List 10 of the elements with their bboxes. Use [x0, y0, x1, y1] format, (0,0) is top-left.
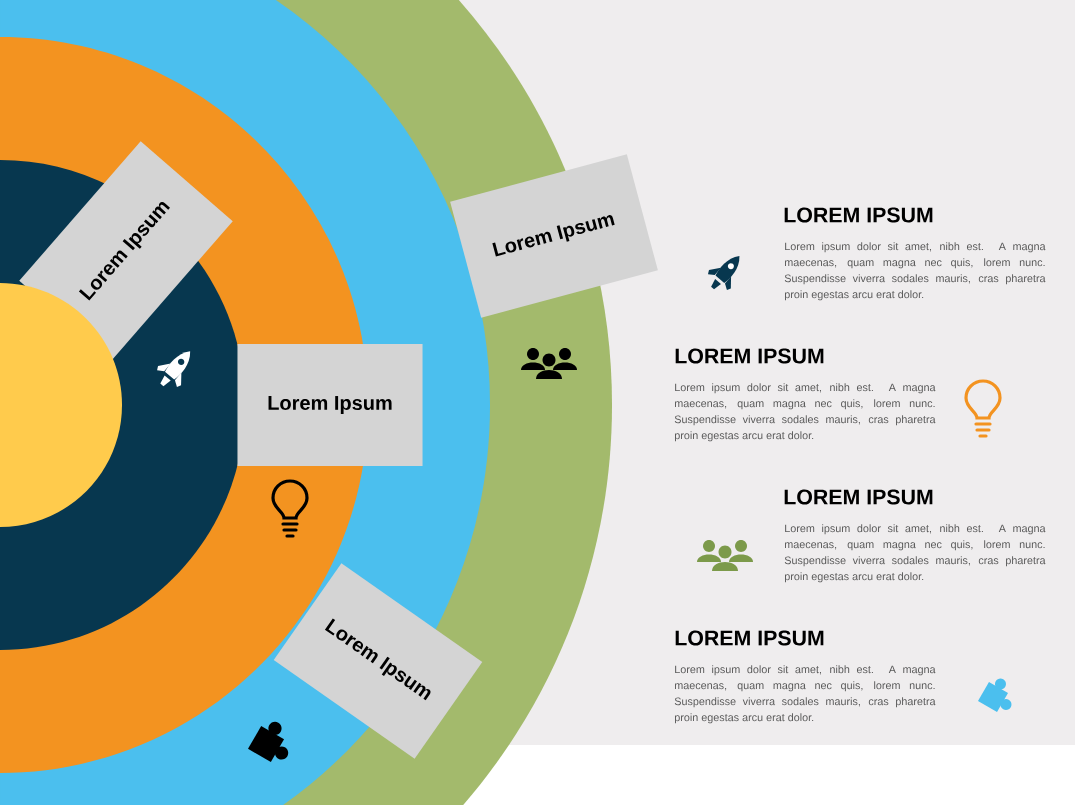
heading: LOREM IPSUM — [675, 348, 824, 364]
heading: LOREM IPSUM — [784, 207, 933, 223]
body-text: Lorem ipsum dolor sit amet, nibh est. A magna maecenas, quam magna nec quis, lorem nunc. Suspendisse viverra sodales mauris, cras pharetra proin egestas arcu erat dolor. — [784, 524, 1046, 583]
tab-box: Lorem Ipsum — [237, 344, 423, 466]
body-text: Lorem ipsum dolor sit amet, nibh est. A magna maecenas, quam magna nec quis, lorem nunc. Suspendisse viverra sodales mauris, cras pharetra proin egestas arcu erat dolor. — [674, 665, 936, 724]
heading: LOREM IPSUM — [675, 630, 824, 646]
heading: LOREM IPSUM — [784, 489, 933, 505]
tab-box: Lorem Ipsum — [450, 154, 658, 318]
body-text: Lorem ipsum dolor sit amet, nibh est. A magna maecenas, quam magna nec quis, lorem nunc. Suspendisse viverra sodales mauris, cras pharetra proin egestas arcu erat dolor. — [784, 242, 1046, 301]
body-text: Lorem ipsum dolor sit amet, nibh est. A magna maecenas, quam magna nec quis, lorem nunc. Suspendisse viverra sodales mauris, cras pharetra proin egestas arcu erat dolor. — [674, 383, 936, 442]
